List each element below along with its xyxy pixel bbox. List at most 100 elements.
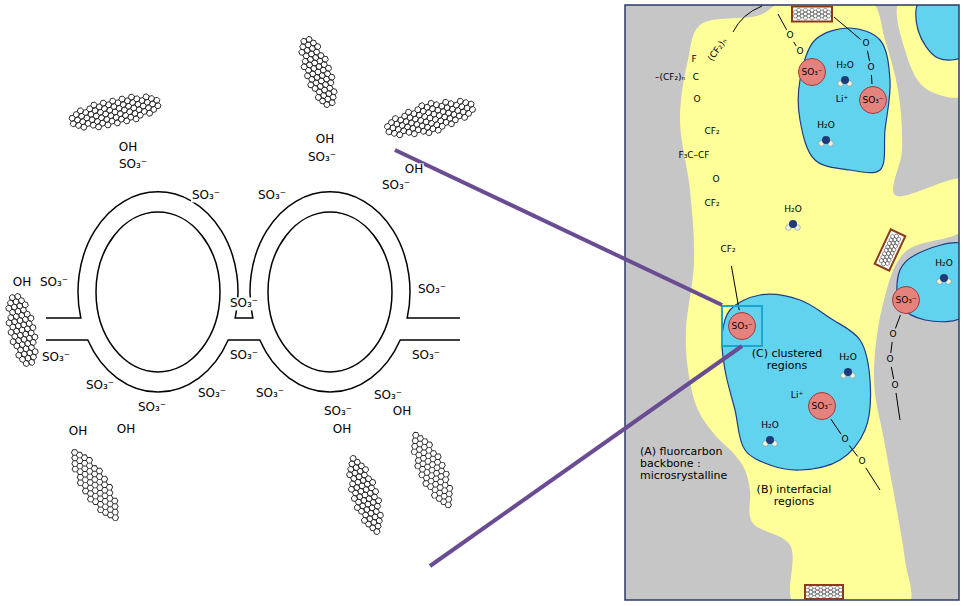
graphene-box [875, 229, 906, 270]
group-label: OH [68, 425, 88, 438]
group-label: OH [315, 133, 335, 146]
sulfonate-text: SO₃⁻ [801, 68, 822, 77]
group-label: SO₃⁻ [191, 189, 221, 202]
graphene-box-frame [805, 585, 843, 599]
group-label: SO₃⁻ [323, 405, 353, 418]
oxygen-label: O [867, 63, 874, 73]
group-label: SO₃⁻ [411, 349, 441, 362]
water-label: H₂O [761, 421, 778, 431]
group-label: SO₃⁻ [137, 401, 167, 414]
graphene-box [805, 585, 843, 599]
group-label: OH [118, 141, 138, 154]
bond-line [849, 446, 857, 457]
oxygen-label: O [886, 355, 893, 365]
water-label: H₂O [839, 353, 856, 363]
region-label: (A) fluorcarbon backbone : microsrystall… [640, 446, 744, 482]
formula-label: C [693, 73, 699, 83]
oxygen-atom [844, 368, 852, 376]
formula-label: (CF₂)ₙ [707, 37, 730, 64]
sulfonate-node: SO₃⁻ [892, 286, 920, 314]
graphene-lattice [292, 33, 343, 112]
water-molecule [841, 368, 856, 378]
sulfonate-node: SO₃⁻ [798, 58, 826, 86]
formula-label: O [693, 95, 700, 105]
formula-label: F₃C–CF [678, 151, 709, 161]
graphene-lattice [67, 89, 164, 135]
backbone-bond [733, 6, 762, 32]
cluster-region [722, 294, 871, 470]
formula-label: CF₂ [704, 199, 719, 209]
graphene-box [792, 7, 832, 22]
sulfonate-node: SO₃⁻ [728, 312, 756, 340]
bond-line [731, 266, 739, 310]
oxygen-atom [766, 436, 774, 444]
water-label: H₂O [836, 61, 853, 71]
oxygen-label: O [858, 457, 865, 467]
graphene-flake [61, 442, 129, 527]
formula-label: –(CF₂)ₙ [655, 73, 685, 83]
graphene-flake [402, 426, 462, 513]
group-label: OH [116, 423, 136, 436]
graphene-flake [292, 33, 343, 112]
formula-label: F [691, 55, 696, 65]
group-label: SO₃⁻ [85, 379, 115, 392]
oxygen-label: O [841, 435, 848, 445]
group-label: SO₃⁻ [229, 297, 259, 310]
group-label: SO₃⁻ [197, 387, 227, 400]
panel-border [625, 5, 959, 600]
bond-line [896, 393, 900, 420]
graphene-box-frame [792, 7, 832, 22]
bond-line [895, 315, 900, 328]
graphene-lattice [793, 8, 830, 19]
graphene-lattice [339, 451, 391, 539]
oxygen-atom [789, 220, 797, 228]
cluster-region [798, 28, 890, 173]
bond-line [866, 468, 880, 490]
outer-ring-bottom [46, 340, 460, 392]
bond-line [831, 419, 841, 434]
oxygen-label: O [889, 330, 896, 340]
inner-ring [268, 212, 392, 372]
bond-line [871, 75, 873, 84]
formula-label: CF₂ [720, 245, 735, 255]
group-label: OH [404, 163, 424, 176]
water-label: H₂O [784, 205, 801, 215]
graphene-lattice [1, 291, 43, 369]
graphene-lattice [878, 232, 902, 268]
sulfonate-text: SO₃⁻ [811, 402, 832, 411]
group-label: SO₃⁻ [257, 189, 287, 202]
bond-line [778, 14, 787, 30]
group-label: SO₃⁻ [255, 387, 285, 400]
membrane-figure [1, 33, 479, 539]
bond-line [794, 42, 797, 46]
bond-line [834, 17, 861, 39]
group-label: SO₃⁻ [373, 389, 403, 402]
graphene-lattice [402, 426, 462, 513]
oxygen-atom [822, 136, 830, 144]
sulfonate-node: SO₃⁻ [859, 86, 887, 114]
oxygen-atom [940, 274, 948, 282]
sulfonate-node: SO₃⁻ [808, 392, 836, 420]
water-icon-group [763, 76, 952, 446]
bond-chain-group [731, 14, 900, 490]
graphene-flake [67, 89, 164, 135]
graphene-lattice [805, 586, 842, 597]
interfacial-region [897, 5, 959, 98]
water-molecule [937, 274, 952, 284]
region-label: (B) interfacial regions [752, 484, 836, 508]
water-molecule [819, 136, 834, 146]
group-label: SO₃⁻ [39, 276, 69, 289]
zoom-line [395, 150, 722, 305]
interfacial-region [680, 5, 959, 600]
sulfonate-text: SO₃⁻ [862, 96, 883, 105]
graphene-lattice [61, 442, 129, 527]
region-label: (C) clustered regions [745, 348, 829, 372]
graphene-lattice [381, 90, 479, 146]
group-label: OH [12, 276, 32, 289]
zoom-box [722, 306, 762, 346]
oxygen-label: O [796, 47, 803, 57]
water-label: H₂O [935, 259, 952, 269]
oxygen-atom [841, 76, 849, 84]
